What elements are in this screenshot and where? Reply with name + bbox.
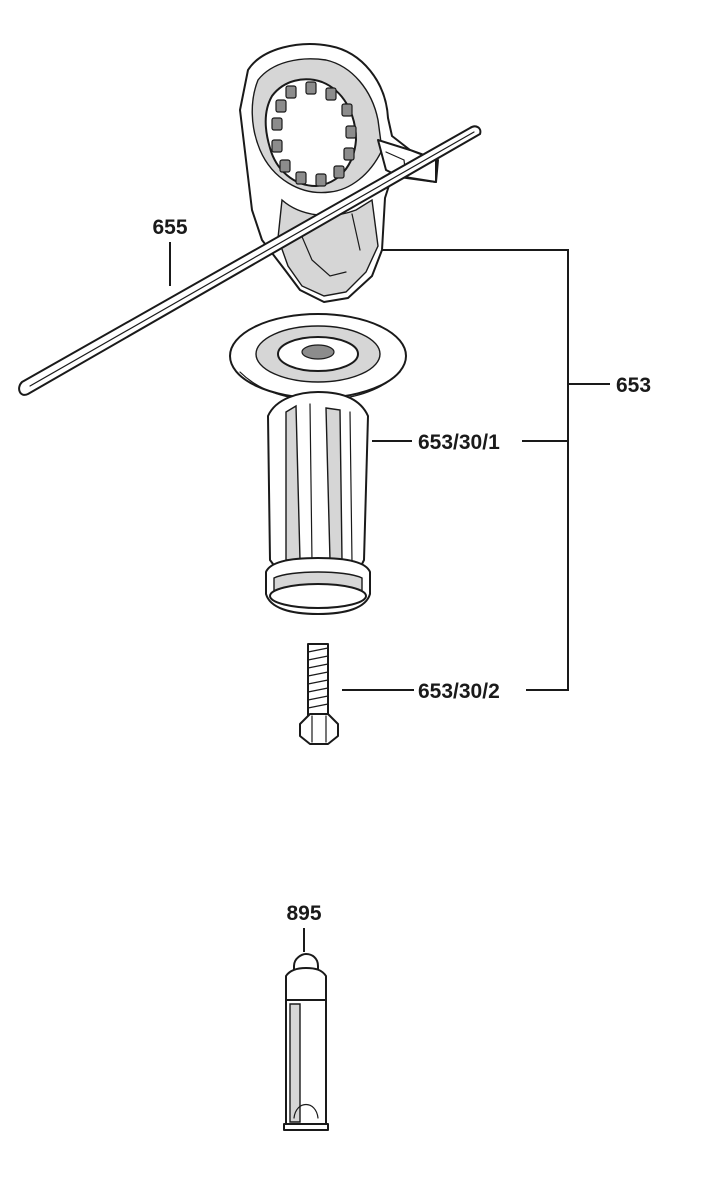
grease-tube-part [283,953,329,1131]
label-rod: 655 [152,216,187,239]
leader-assembly-bracket [382,249,569,691]
label-grip: 653/30/1 [418,431,500,454]
leader-lines [169,242,610,952]
side-grip-part [229,313,407,615]
threaded-bolt-part [299,643,339,745]
label-tube: 895 [286,902,321,925]
label-bolt: 653/30/2 [418,680,500,703]
label-assembly: 653 [616,374,651,397]
depth-stop-rod [18,125,482,396]
